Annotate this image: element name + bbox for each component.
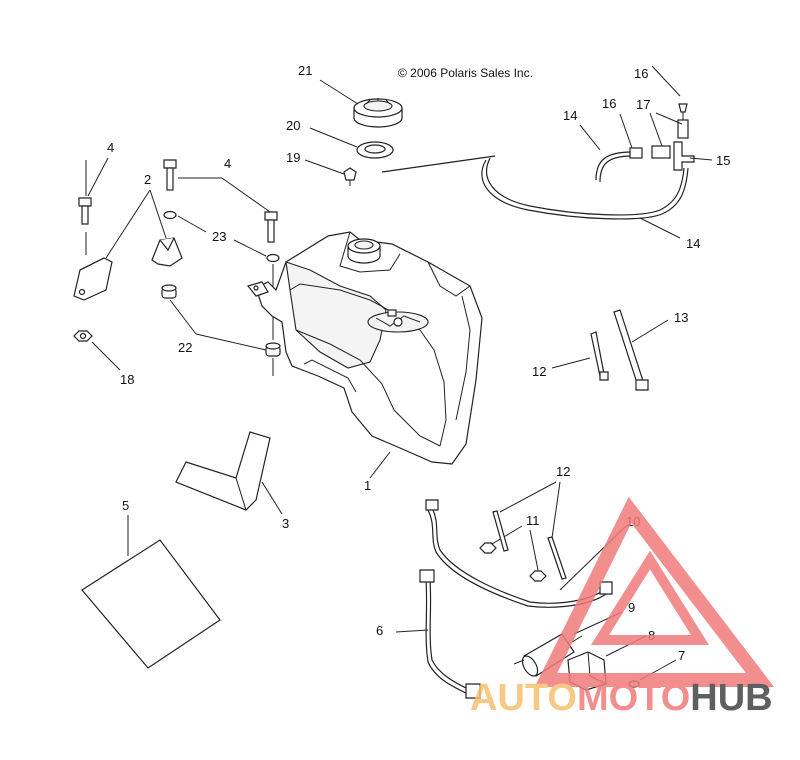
callout-9: 9 (628, 600, 635, 615)
callout-13: 13 (674, 310, 688, 325)
callout-4a: 4 (107, 140, 114, 155)
tank-pad-flat (81, 539, 221, 669)
callout-18: 18 (120, 372, 134, 387)
mounting-bracket-left (73, 257, 113, 301)
vent-check-valve (629, 103, 695, 171)
fuel-line-upper (425, 499, 613, 608)
callout-2: 2 (144, 172, 151, 187)
cap-gasket (356, 141, 394, 159)
callout-20: 20 (286, 118, 300, 133)
watermark-word-moto: MOTO (577, 677, 690, 719)
strap-lower-a (492, 510, 509, 552)
callout-21: 21 (298, 63, 312, 78)
callout-14b: 14 (686, 236, 700, 251)
callout-15: 15 (716, 153, 730, 168)
svg-text:AUTOMOTOHUB: AUTOMOTOHUB (470, 677, 773, 719)
callout-16a: 16 (634, 66, 648, 81)
grommet-left (161, 284, 177, 299)
callout-16b: 16 (602, 96, 616, 111)
callout-23: 23 (212, 229, 226, 244)
callout-22: 22 (178, 340, 192, 355)
callout-17: 17 (636, 97, 650, 112)
callout-6: 6 (376, 623, 383, 638)
callout-14a: 14 (563, 108, 577, 123)
callout-1: 1 (364, 478, 371, 493)
callout-12a: 12 (532, 364, 546, 379)
bolt-right (264, 211, 278, 243)
bolt-top (163, 159, 177, 191)
washer-top (163, 210, 177, 220)
callout-5: 5 (122, 498, 129, 513)
callout-11: 11 (526, 513, 540, 528)
fuel-tank (246, 231, 483, 465)
bolt-left (78, 197, 92, 225)
copyright-text: © 2006 Polaris Sales Inc. (398, 66, 533, 80)
mounting-bracket-right (151, 237, 183, 267)
callout-7: 7 (678, 648, 685, 663)
watermark-word-auto: AUTO (470, 677, 577, 719)
fuel-line-lower (419, 569, 481, 699)
washer-mid (266, 253, 280, 263)
strap-lower-b (547, 536, 567, 580)
vent-fitting (343, 167, 357, 186)
callout-3: 3 (282, 516, 289, 531)
callout-4b: 4 (224, 156, 231, 171)
watermark-word-hub: HUB (690, 677, 772, 719)
callout-12b: 12 (556, 464, 570, 479)
hose-clamp-a (479, 542, 497, 554)
grommet-right (265, 342, 281, 357)
tank-pad-angled (175, 431, 271, 511)
hose-clamp-b (529, 570, 547, 582)
watermark-logo: AUTOMOTOHUB (470, 496, 775, 719)
callout-19: 19 (286, 150, 300, 165)
fuel-cap (353, 98, 403, 128)
strap-long (613, 309, 649, 391)
nut (73, 330, 93, 342)
fuel-pump-flange (367, 309, 429, 333)
strap-short (590, 331, 609, 381)
